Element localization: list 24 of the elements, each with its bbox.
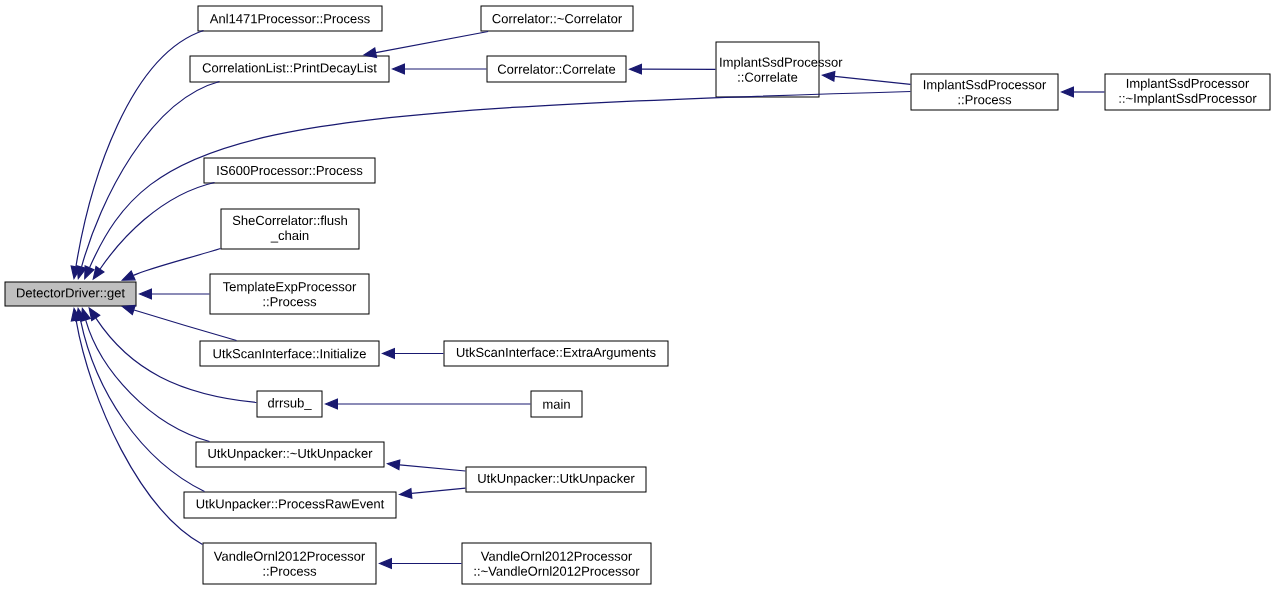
function-box: Correlator::~Correlator: [480, 5, 634, 32]
function-box: UtkUnpacker::UtkUnpacker: [465, 466, 647, 493]
arrow: [121, 304, 238, 342]
function-box: drrsub_: [256, 390, 323, 418]
function-box: Correlator::Correlate: [486, 55, 627, 83]
function-box: ImplantSsdProcessor ::Correlate: [715, 41, 843, 98]
arrow: [80, 307, 211, 443]
function-box: UtkScanInterface::Initialize: [199, 340, 380, 367]
function-box: UtkScanInterface::ExtraArguments: [443, 340, 669, 367]
function-box: CorrelationList::PrintDecayList: [189, 55, 390, 83]
function-box: TemplateExpProcessor ::Process: [209, 273, 370, 315]
function-box: UtkUnpacker::ProcessRawEvent: [183, 491, 397, 519]
function-box: ImplantSsdProcessor ::Process: [910, 73, 1059, 111]
function-box: VandleOrnl2012Processor ::~VandleOrnl2012Processor: [461, 542, 652, 585]
function-box: ImplantSsdProcessor ::~ImplantSsdProcessor: [1104, 73, 1271, 111]
function-box: main: [530, 390, 583, 418]
function-box: Anl1471Processor::Process: [197, 5, 383, 32]
function-box: IS600Processor::Process: [203, 157, 376, 184]
function-box: UtkUnpacker::~UtkUnpacker: [195, 441, 385, 468]
function-box: DetectorDriver::get: [4, 281, 137, 307]
arrow: [76, 80, 221, 280]
function-box: SheCorrelator::flush _chain: [220, 208, 360, 250]
function-box: VandleOrnl2012Processor ::Process: [202, 542, 377, 585]
arrow: [75, 307, 206, 493]
